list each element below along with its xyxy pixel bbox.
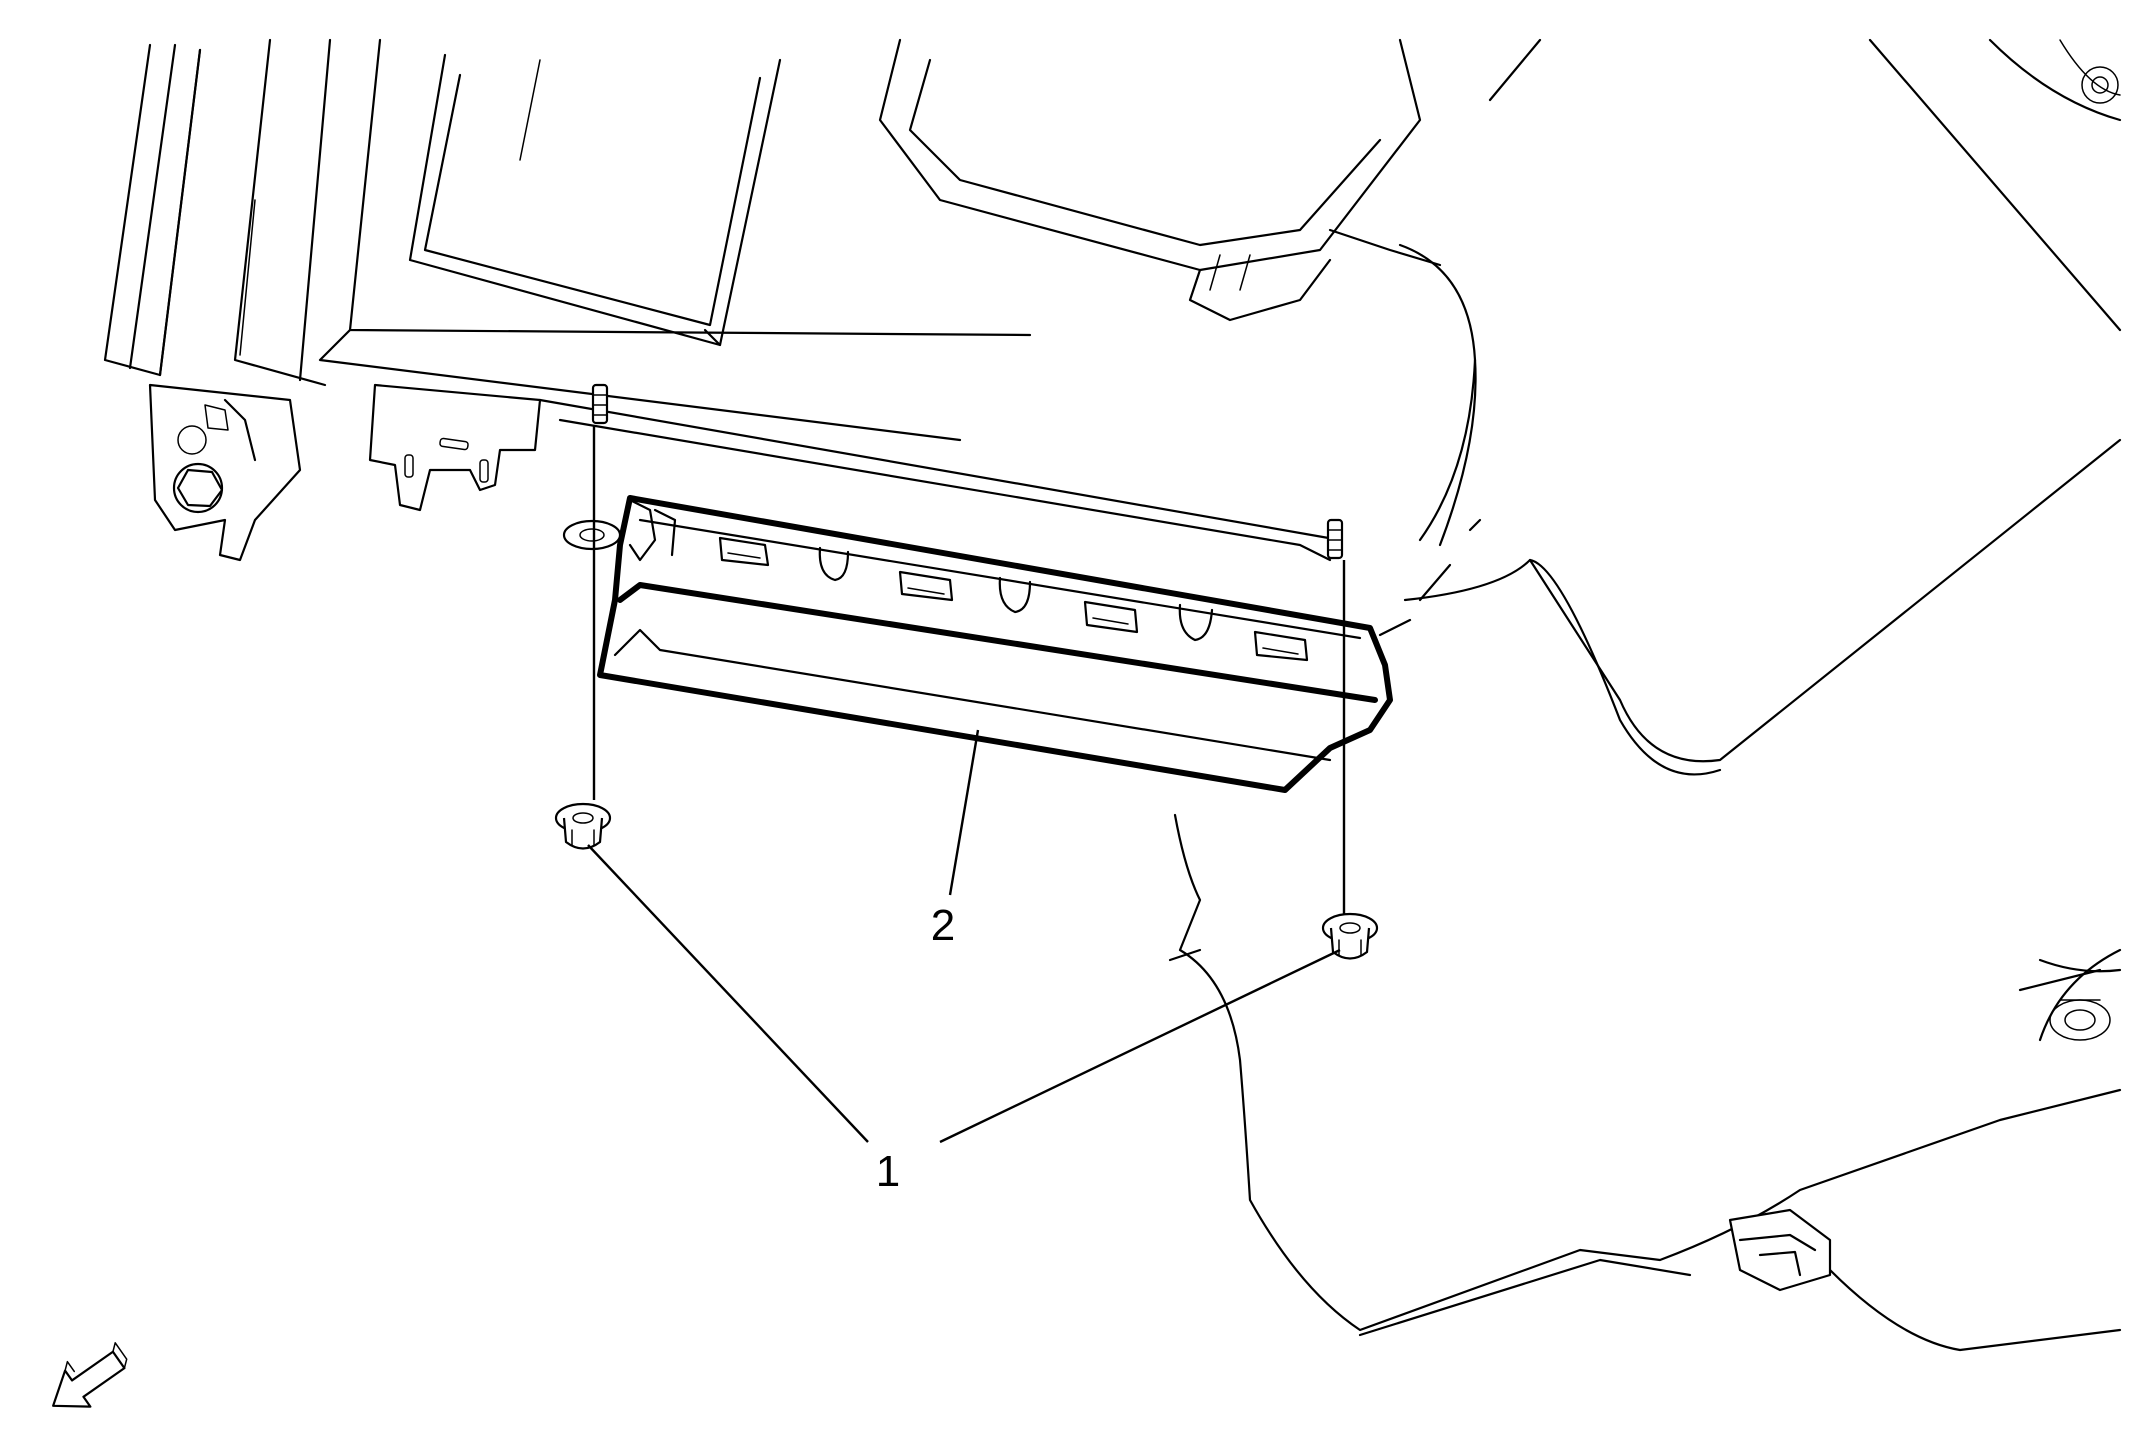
callout-label-1: 1 [876,1147,900,1196]
cover-slot [718,536,770,567]
fastener-nut-right [1321,912,1379,960]
cover-slot [898,570,954,602]
spare-wheel-edge [1988,38,2122,122]
floor-sill [1168,813,2122,1352]
leader-line-2 [948,729,980,896]
mounting-bracket-left [148,383,302,562]
front-direction-arrow-icon [52,1342,128,1408]
quarter-panel-right [1378,38,2122,776]
upper-housing [878,38,1442,322]
trim-panel-upper [318,38,1032,442]
mounting-stud-left [591,383,609,425]
cover-slot [1253,630,1309,662]
cover-slot [1083,600,1139,634]
tie-down-bracket [1728,1208,1832,1292]
leader-line-1-left [587,844,869,1143]
lower-rail-flange [368,383,1342,562]
body-pillar [103,38,332,387]
callout-label-2: 2 [931,901,955,950]
mounting-stud-right [1326,518,1344,560]
stud-grommet [562,519,622,551]
module-cover [597,495,1393,793]
fastener-nut-left [554,802,612,850]
wheelhouse-detail [2038,948,2122,1042]
leader-line-1-right [939,948,1341,1144]
